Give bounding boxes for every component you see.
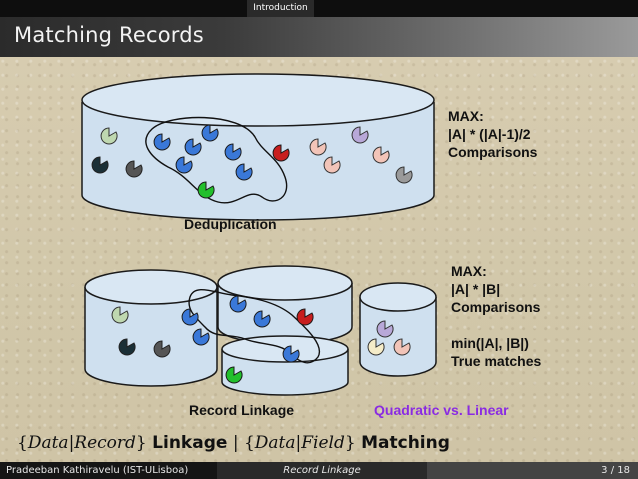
dedup-max-line1: MAX: bbox=[448, 108, 484, 124]
brace-close: } bbox=[135, 433, 147, 453]
brace-open: { bbox=[17, 433, 28, 453]
record-pink-icon bbox=[372, 146, 390, 164]
dedup-records bbox=[91, 124, 413, 199]
footer-talk-title: Record Linkage bbox=[217, 462, 427, 479]
dedup-match-cluster-outline bbox=[145, 116, 288, 204]
caption-record: Record bbox=[74, 433, 136, 453]
record-gray-icon bbox=[125, 160, 143, 178]
record-blue-icon bbox=[175, 156, 193, 174]
linkage-max-line1: MAX: bbox=[451, 263, 487, 279]
quadratic-vs-linear-label: Quadratic vs. Linear bbox=[374, 402, 509, 418]
record-pink-icon bbox=[393, 338, 411, 356]
caption-field: Field bbox=[301, 433, 345, 453]
linkage-max-line5: True matches bbox=[451, 353, 542, 369]
matching-caption: {Data|Record} Linkage | {Data|Field} Mat… bbox=[17, 433, 450, 453]
record-blue-icon bbox=[229, 295, 247, 313]
linkage-max-line4: min(|A|, |B|) bbox=[451, 335, 529, 351]
caption-separator: | bbox=[232, 433, 239, 453]
database-d-cylinder bbox=[359, 282, 437, 377]
record-blue-icon bbox=[235, 163, 253, 181]
record-sage-icon bbox=[100, 127, 118, 145]
caption-linkage: Linkage bbox=[152, 433, 228, 453]
record-dark-icon bbox=[91, 156, 109, 174]
record-blue-icon bbox=[224, 143, 242, 161]
record-red-icon bbox=[272, 144, 290, 162]
record-gray-icon bbox=[153, 340, 171, 358]
record-lavender-icon bbox=[351, 126, 369, 144]
linkage-max-line3: Comparisons bbox=[451, 299, 541, 315]
caption-matching: Matching bbox=[361, 433, 450, 453]
caption-data: Data bbox=[27, 433, 69, 453]
dedup-database-cylinder bbox=[81, 73, 435, 221]
linkage-max-comparisons: MAX: |A| * |B| Comparisons min(|A|, |B|)… bbox=[451, 262, 541, 370]
footer-page-number: 3 / 18 bbox=[427, 462, 638, 479]
record-blue-icon bbox=[181, 308, 199, 326]
record-dark-icon bbox=[118, 338, 136, 356]
spacer bbox=[451, 316, 541, 334]
matching-diagram bbox=[81, 73, 437, 396]
top-navigation-bar: Introduction bbox=[0, 0, 638, 17]
brace-close-2: } bbox=[344, 433, 356, 453]
record-pink-icon bbox=[309, 138, 327, 156]
dedup-max-line3: Comparisons bbox=[448, 144, 538, 160]
record-blue-icon bbox=[184, 138, 202, 156]
record-linkage-label: Record Linkage bbox=[189, 402, 295, 418]
record-gray-icon bbox=[395, 166, 413, 184]
record-blue-icon bbox=[282, 345, 300, 363]
record-green-icon bbox=[197, 181, 215, 199]
footer-author: Pradeeban Kathiravelu (IST-ULisboa) bbox=[0, 462, 217, 479]
record-lavender-icon bbox=[376, 320, 394, 338]
linkage-records bbox=[111, 295, 411, 384]
brace-open-2: { bbox=[243, 433, 255, 453]
slide-title: Matching Records bbox=[14, 23, 204, 47]
record-blue-icon bbox=[201, 124, 219, 142]
record-pink-icon bbox=[323, 156, 341, 174]
database-c-cylinder bbox=[221, 335, 349, 396]
record-blue-icon bbox=[192, 328, 210, 346]
record-red-icon bbox=[296, 308, 314, 326]
dedup-max-line2: |A| * (|A|-1)/2 bbox=[448, 126, 531, 142]
caption-bar: | bbox=[68, 433, 75, 453]
linkage-max-line2: |A| * |B| bbox=[451, 281, 501, 297]
database-a-cylinder bbox=[84, 269, 218, 387]
record-blue-icon bbox=[153, 133, 171, 151]
record-blue-icon bbox=[253, 310, 271, 328]
section-tab-introduction[interactable]: Introduction bbox=[247, 0, 314, 17]
deduplication-label: Deduplication bbox=[184, 216, 277, 232]
record-cream-icon bbox=[367, 338, 385, 356]
footer-bar: Pradeeban Kathiravelu (IST-ULisboa) Reco… bbox=[0, 462, 638, 479]
record-sage-icon bbox=[111, 306, 129, 324]
title-bar bbox=[0, 17, 638, 57]
caption-bar-2: | bbox=[295, 433, 302, 453]
dedup-max-comparisons: MAX: |A| * (|A|-1)/2 Comparisons bbox=[448, 107, 537, 161]
caption-data-2: Data bbox=[254, 433, 296, 453]
record-green-icon bbox=[225, 366, 243, 384]
